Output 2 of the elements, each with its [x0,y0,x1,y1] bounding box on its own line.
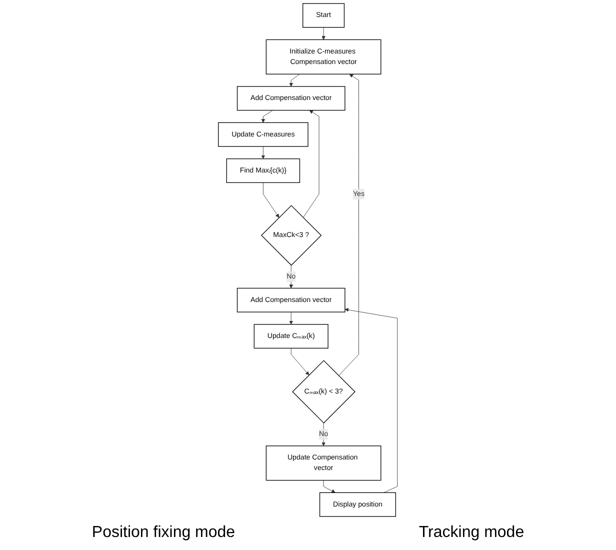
mode-caption: Position fixing mode [92,524,236,542]
mode-caption: Tracking mode [418,524,524,542]
